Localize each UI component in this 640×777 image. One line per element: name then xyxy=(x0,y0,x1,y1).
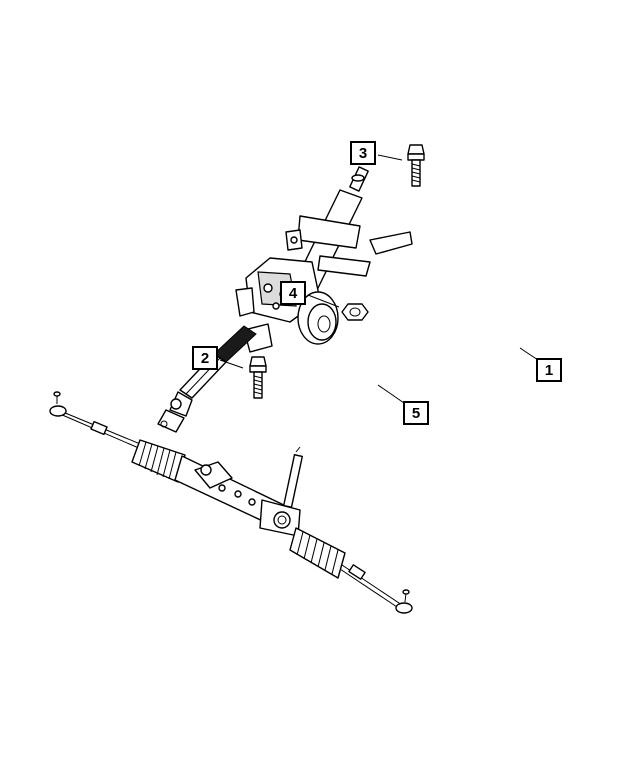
leader-2 xyxy=(219,359,244,369)
steering-column xyxy=(235,166,413,353)
callout-1: 1 xyxy=(536,358,562,382)
svg-text:3: 3 xyxy=(359,145,367,162)
bolt-2 xyxy=(249,356,267,399)
svg-text:4: 4 xyxy=(289,285,298,302)
svg-text:1: 1 xyxy=(545,362,553,379)
callout-3: 3 xyxy=(350,141,376,165)
leader-5 xyxy=(377,384,405,404)
right-bellows-boot xyxy=(289,527,346,579)
nut-4 xyxy=(341,303,369,321)
callout-4: 4 xyxy=(280,281,306,305)
bolt-3 xyxy=(407,144,425,187)
intermediate-shaft xyxy=(157,325,257,433)
svg-text:5: 5 xyxy=(412,405,420,422)
leader-1 xyxy=(519,347,539,361)
svg-text:2: 2 xyxy=(201,350,209,367)
eps-motor xyxy=(297,291,339,345)
steering-rack-gear xyxy=(49,391,413,614)
leader-3 xyxy=(377,154,403,161)
universal-joint xyxy=(157,391,193,433)
callout-2: 2 xyxy=(192,346,218,370)
callout-5: 5 xyxy=(403,401,429,425)
leader-4 xyxy=(307,294,340,308)
